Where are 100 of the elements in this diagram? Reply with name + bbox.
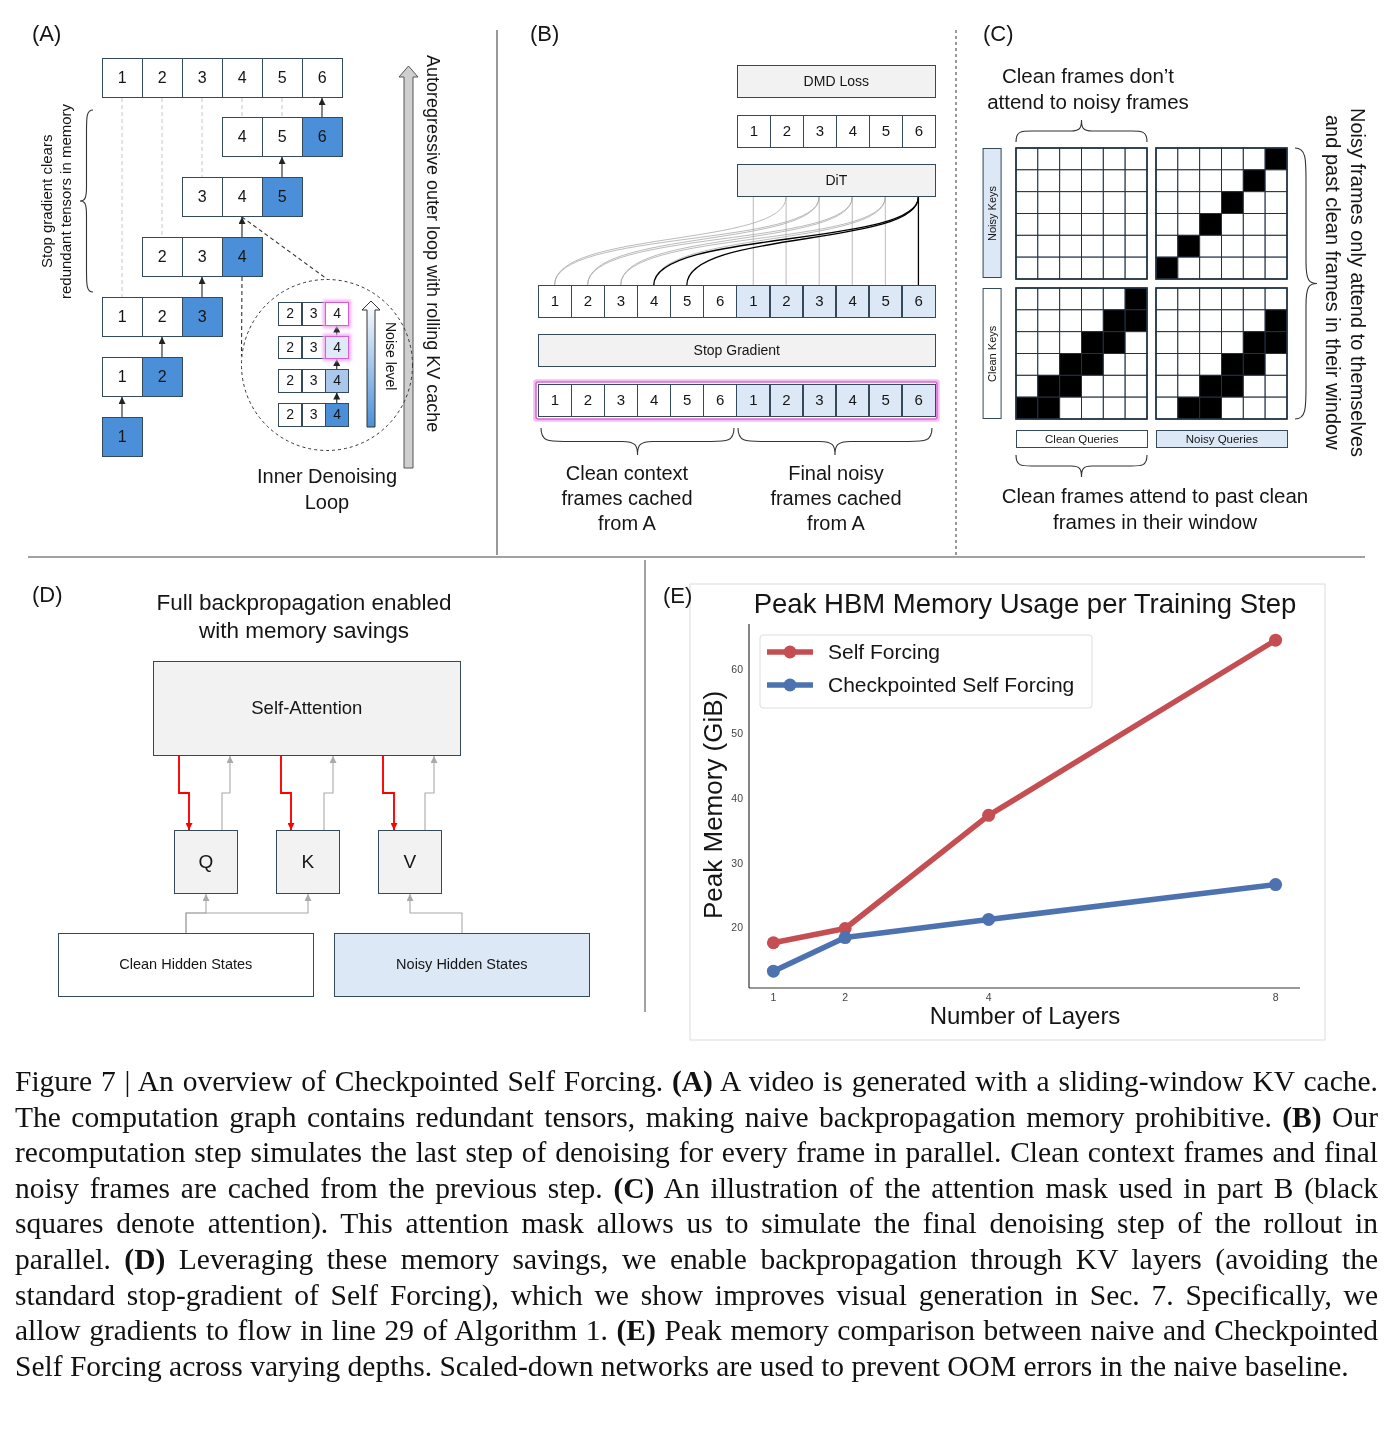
- axis-label-box: Clean Keys: [983, 288, 1002, 419]
- arrow: [178, 755, 193, 831]
- axis-label-box: Clean Queries: [1016, 430, 1148, 448]
- frame-cell: 2: [770, 115, 804, 148]
- arrow: [158, 336, 166, 358]
- frame-cell: 4: [637, 285, 671, 318]
- arrow: [333, 324, 341, 337]
- frame-cell: 1: [736, 285, 771, 318]
- arrow: [221, 755, 234, 831]
- frame-cell: 5: [670, 285, 704, 318]
- frame-cell: 2: [278, 403, 303, 427]
- connector-line: [752, 196, 754, 286]
- arrow: [382, 755, 398, 831]
- legend-label: Self Forcing: [828, 639, 941, 665]
- frame-cell: 3: [802, 384, 837, 417]
- frame-cell: 1: [102, 417, 143, 457]
- frame-cell: 5: [262, 58, 303, 98]
- arrow: [185, 893, 312, 934]
- tick-label: 30: [730, 855, 743, 870]
- frame-cell: 2: [142, 297, 183, 337]
- frame-cell: 5: [670, 384, 704, 417]
- frame-cell: 3: [604, 384, 638, 417]
- frame-cell: 2: [278, 302, 303, 326]
- frame-cell: 3: [301, 335, 326, 359]
- arrow-label: Noise level: [381, 322, 399, 391]
- frame-cell: 3: [803, 115, 837, 148]
- frame-cell: 2: [769, 384, 804, 417]
- state-box: Noisy Hidden States: [334, 933, 590, 997]
- axis-title: Peak Memory (GiB): [698, 689, 728, 922]
- frame-cell: 4: [325, 302, 350, 326]
- arrow: [318, 97, 326, 118]
- panel-label: (A): [32, 20, 62, 48]
- frame-cell: 2: [769, 285, 804, 318]
- frame-cell: 6: [901, 285, 936, 318]
- panel-label: (E): [663, 582, 693, 610]
- frame-cell: 2: [571, 384, 605, 417]
- frame-cell: 1: [102, 357, 143, 397]
- frame-cell: 3: [604, 285, 638, 318]
- annotation-text: Noisy frames only attend to themselves and past clean frames in their window: [1321, 106, 1370, 459]
- arrow: [323, 755, 337, 831]
- frame-cell: 4: [222, 117, 263, 157]
- connector-line: [785, 196, 787, 286]
- arrow: [280, 755, 295, 831]
- frame-cell: 2: [142, 357, 183, 397]
- frame-cell: 3: [182, 58, 223, 98]
- frame-cell: 3: [182, 237, 223, 277]
- tick-label: 8: [1271, 990, 1280, 1004]
- frame-cell: 6: [703, 285, 738, 318]
- frame-cell: 1: [538, 384, 572, 417]
- annotation-text: Final noisy frames cached from A: [769, 461, 903, 536]
- process-box: Self-Attention: [153, 661, 461, 756]
- frame-cell: 2: [278, 369, 303, 393]
- arrow: [198, 276, 206, 298]
- annotation-text: Clean frames attend to past clean frames in their window: [1000, 483, 1310, 535]
- frame-cell: 6: [302, 117, 343, 157]
- connector-line: [818, 196, 820, 286]
- arrow: [333, 391, 341, 404]
- frame-cell: 3: [182, 177, 223, 217]
- frame-cell: 1: [736, 384, 771, 417]
- arrow: [333, 358, 341, 370]
- state-box: Clean Hidden States: [58, 933, 314, 997]
- frame-cell: 3: [802, 285, 837, 318]
- frame-cell: 3: [301, 369, 326, 393]
- frame-cell: 4: [637, 384, 671, 417]
- frame-cell: 4: [222, 58, 263, 98]
- process-box: Stop Gradient: [538, 334, 936, 367]
- figure-caption: Figure 7 | An overview of Checkpointed Self Forcing. (A) A video is generated with a sliding-window KV cache. The computation graph contains redundant tensors, making naive backpropagation memory prohibitive. (B) Our recomputation step simulates the last step of denoising for every frame in parallel. Clean context frames and final noisy frames are cached from the previous step. (C) An illustration of the attention mask used in part B (black squares denote attention). This attention mask allows us to simulate the final denoising step of the rollout in parallel. (D) Leveraging these memory savings, we enable backpropagation through KV layers (avoiding the standard stop-gradient of Self Forcing), which we show improves visual generation in Sec. 7. Specifically, we allow gradients to flow in line 29 of Algorithm 1. (E) Peak memory comparison between naive and Checkpointed Self Forcing across varying depths. Scaled-down networks are used to prevent OOM errors in the naive baseline.: [15, 1064, 1378, 1384]
- process-box: DMD Loss: [737, 65, 936, 98]
- axis-label-box: Noisy Queries: [1156, 430, 1288, 448]
- frame-cell: 1: [538, 285, 572, 318]
- frame-cell: 2: [278, 335, 303, 359]
- frame-cell: 4: [222, 237, 263, 277]
- axis-label-box: Noisy Keys: [983, 148, 1002, 278]
- arrow: [238, 216, 246, 238]
- frame-cell: 1: [102, 58, 143, 98]
- arrow: [278, 156, 286, 178]
- frame-cell: 5: [868, 285, 903, 318]
- chart-title: Peak HBM Memory Usage per Training Step: [752, 587, 1298, 621]
- process-box: K: [276, 830, 340, 894]
- panel-label: (D): [32, 581, 63, 609]
- arrow-label: Autoregressive outer loop with rolling KV cache: [421, 55, 444, 433]
- tick-label: 4: [984, 990, 993, 1004]
- frame-cell: 1: [102, 297, 143, 337]
- frame-cell: 6: [902, 115, 936, 148]
- dashed-line: [241, 216, 328, 280]
- arrow: [406, 893, 463, 934]
- frame-cell: 5: [262, 177, 303, 217]
- frame-cell: 4: [325, 403, 350, 427]
- tick-label: 60: [730, 661, 743, 676]
- frame-cell: 1: [737, 115, 771, 148]
- frame-cell: 3: [182, 297, 223, 337]
- annotation-text: Clean frames don’t attend to noisy frames: [986, 63, 1190, 115]
- panel-title: Full backpropagation enabled with memory savings: [155, 589, 453, 646]
- frame-cell: 2: [142, 58, 183, 98]
- arrow: [118, 396, 126, 418]
- frame-cell: 4: [325, 335, 350, 359]
- tick-label: 1: [769, 990, 778, 1004]
- frame-cell: 4: [835, 384, 870, 417]
- frame-cell: 4: [835, 285, 870, 318]
- panel-label: (B): [530, 20, 560, 48]
